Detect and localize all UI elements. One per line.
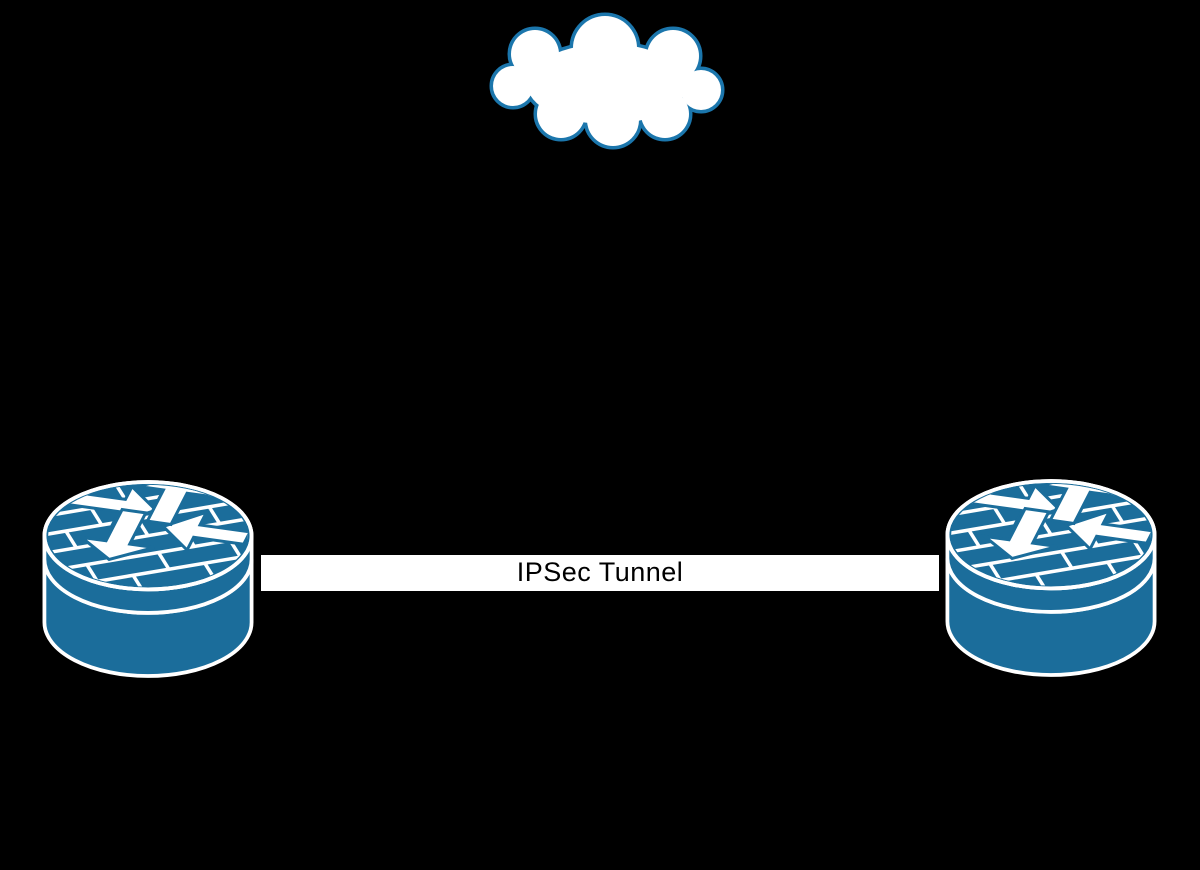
- cloud-body: [493, 16, 721, 146]
- cloud-icon: [489, 12, 725, 150]
- ipsec-tunnel-link: IPSec Tunnel: [261, 555, 939, 591]
- router-icon-right: [938, 461, 1164, 680]
- router-icon-left: [35, 462, 261, 681]
- ipsec-tunnel-label: IPSec Tunnel: [516, 556, 684, 587]
